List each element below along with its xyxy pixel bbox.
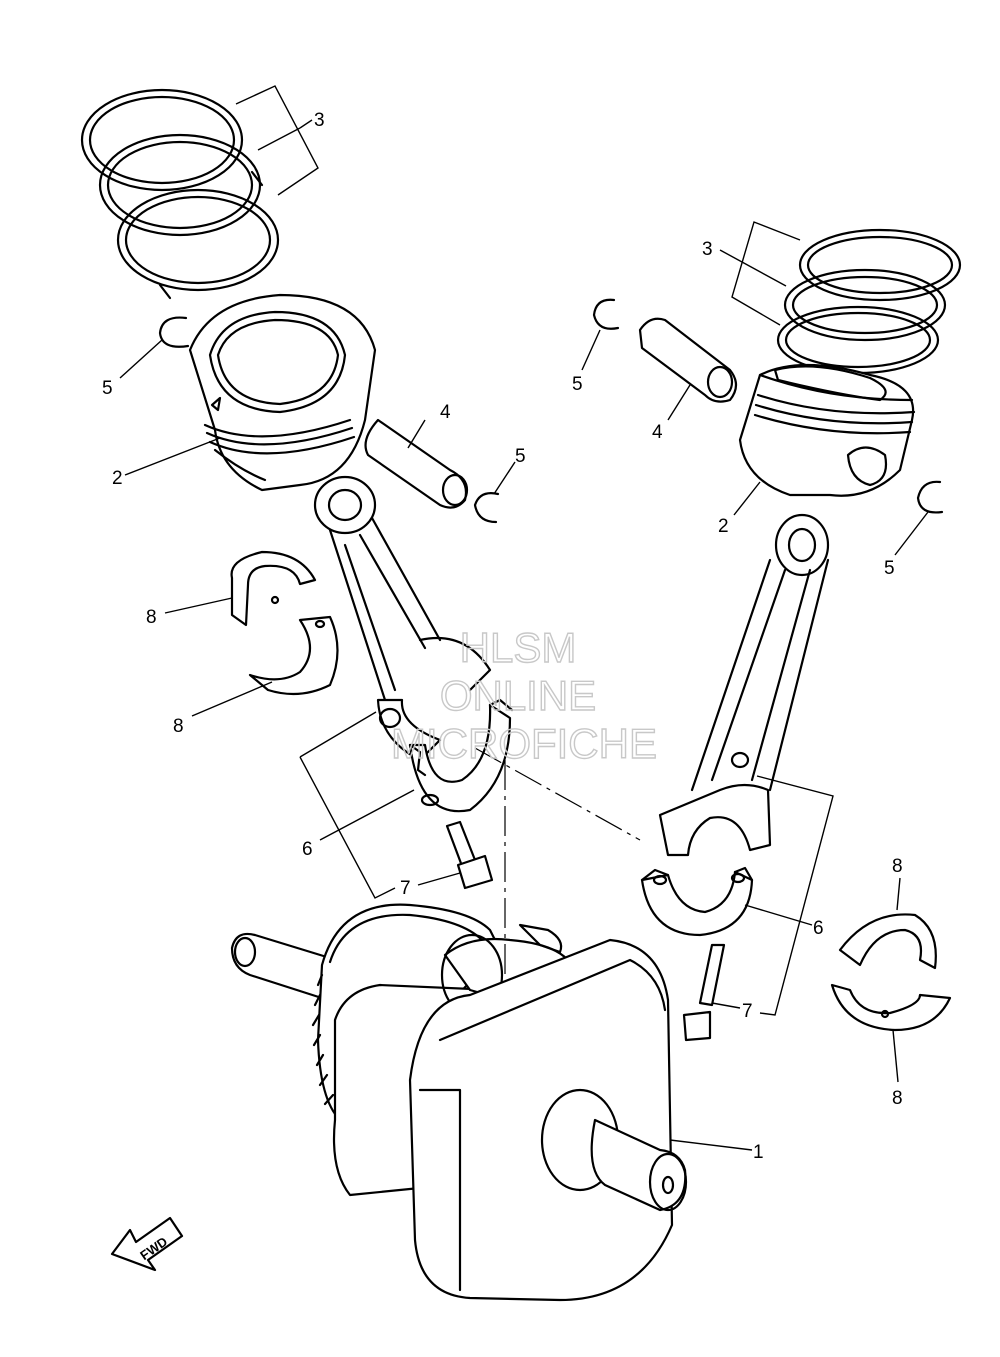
watermark: HLSM ONLINE MICROFICHE bbox=[390, 623, 657, 767]
callout-7-left-leader bbox=[417, 872, 461, 886]
callout-6-right: 6 bbox=[813, 918, 824, 939]
callout-1: 1 bbox=[753, 1142, 764, 1163]
crankshaft[interactable] bbox=[230, 903, 688, 1302]
callout-4-right: 4 bbox=[652, 422, 663, 443]
bearing-left-lower[interactable] bbox=[248, 615, 339, 696]
circlip-left-lower[interactable] bbox=[473, 492, 500, 524]
callout-6-left: 6 bbox=[302, 839, 313, 860]
callout-5-left-upper: 5 bbox=[102, 378, 113, 399]
bearing-right-lower[interactable] bbox=[830, 983, 952, 1032]
bolt-left[interactable] bbox=[445, 820, 494, 890]
circlip-right-upper[interactable] bbox=[592, 298, 620, 330]
callout-3-right: 3 bbox=[702, 239, 713, 260]
callout-6-right-box bbox=[756, 775, 834, 1016]
center-line-diagonal bbox=[474, 747, 641, 841]
watermark-line3: MICROFICHE bbox=[391, 720, 657, 767]
piston-ring-set-left[interactable] bbox=[80, 88, 280, 300]
callout-8-left-lower: 8 bbox=[173, 716, 184, 737]
fwd-arrow-icon bbox=[110, 1216, 184, 1272]
callout-2-right: 2 bbox=[718, 516, 729, 537]
callout-3-left: 3 bbox=[314, 110, 325, 131]
callout-2-right-leader bbox=[733, 481, 761, 516]
watermark-line1: HLSM bbox=[460, 624, 577, 671]
callout-5-right-upper: 5 bbox=[572, 374, 583, 395]
watermark-line2: ONLINE bbox=[440, 672, 596, 719]
callout-8-right-lower-leader bbox=[892, 1029, 899, 1083]
callout-8-left-upper: 8 bbox=[146, 607, 157, 628]
piston-pin-right[interactable] bbox=[638, 317, 738, 403]
bearing-left-upper[interactable] bbox=[230, 550, 317, 627]
piston-right[interactable] bbox=[738, 363, 916, 497]
callout-5-left-upper-leader bbox=[119, 339, 163, 379]
callout-8-right-upper-leader bbox=[896, 877, 901, 911]
callout-7-right: 7 bbox=[742, 1001, 753, 1022]
piston-ring-set-right[interactable] bbox=[776, 228, 962, 375]
callout-8-left-upper-leader bbox=[164, 597, 233, 614]
callout-5-right-lower: 5 bbox=[884, 558, 895, 579]
bolt-right[interactable] bbox=[682, 943, 726, 1042]
callout-3-left-lines bbox=[235, 85, 319, 196]
circlip-right-lower[interactable] bbox=[916, 480, 944, 514]
callout-8-right-upper: 8 bbox=[892, 856, 903, 877]
callout-2-left-leader bbox=[124, 437, 221, 476]
callout-4-left: 4 bbox=[440, 402, 451, 423]
callout-8-right-lower: 8 bbox=[892, 1088, 903, 1109]
connecting-rod-cap-right[interactable] bbox=[640, 866, 754, 937]
callout-5-left-lower: 5 bbox=[515, 446, 526, 467]
bearing-right-upper[interactable] bbox=[838, 913, 937, 970]
callout-5-right-upper-leader bbox=[581, 329, 601, 371]
callout-6-left-box-b bbox=[299, 756, 396, 899]
callout-5-left-lower-leader bbox=[493, 461, 516, 495]
callout-4-left-leader bbox=[407, 419, 426, 449]
callout-4-right-leader bbox=[667, 384, 691, 421]
piston-pin-left[interactable] bbox=[364, 418, 469, 509]
callout-6-right-leader bbox=[744, 904, 813, 926]
piston-left[interactable] bbox=[188, 293, 377, 492]
callout-7-right-leader bbox=[711, 1002, 741, 1009]
connecting-rod-cap-left[interactable] bbox=[408, 698, 514, 813]
callout-6-left-box-a bbox=[299, 711, 377, 758]
circlip-left-upper[interactable] bbox=[158, 316, 190, 348]
callout-3-right-lines bbox=[719, 221, 801, 326]
connecting-rod-right[interactable] bbox=[658, 513, 830, 857]
callout-7-left: 7 bbox=[400, 878, 411, 899]
callout-1-leader bbox=[669, 1139, 753, 1151]
callout-8-left-lower-leader bbox=[191, 681, 273, 717]
callout-2-left: 2 bbox=[112, 468, 123, 489]
callout-5-right-lower-leader bbox=[894, 511, 929, 556]
connecting-rod-left[interactable] bbox=[313, 475, 492, 762]
callout-6-left-leader bbox=[319, 789, 415, 841]
